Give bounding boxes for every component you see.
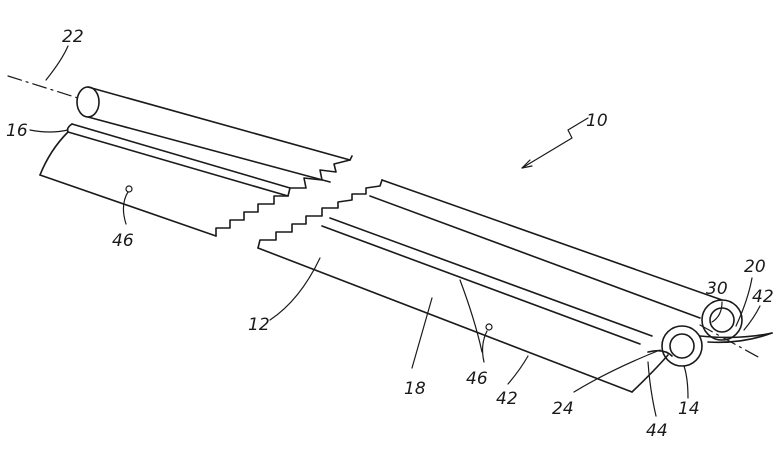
ref-12: 12: [248, 315, 270, 335]
center-axis: [7, 75, 761, 359]
ref-18: 18: [404, 379, 426, 399]
reference-numerals: 22 16 46 10 12 18 46 42 24 14 44 30 20 4…: [6, 27, 774, 441]
left-segment: [39, 86, 353, 237]
ref-42-right-body: 42: [496, 389, 518, 409]
ref-10: 10: [586, 111, 608, 131]
ref-24: 24: [552, 399, 574, 419]
ref-20: 20: [744, 257, 766, 277]
right-segment: [257, 179, 773, 393]
ref-14: 14: [678, 399, 700, 419]
ref-16: 16: [6, 121, 28, 141]
ref-46-left: 46: [112, 231, 134, 251]
ref-22: 22: [62, 27, 84, 47]
ref-46-right: 46: [466, 369, 488, 389]
ref-42-end: 42: [752, 287, 774, 307]
ref-30: 30: [706, 279, 728, 299]
reference-arrow: [521, 117, 589, 169]
leader-lines: [29, 45, 761, 417]
ref-44: 44: [646, 421, 668, 441]
